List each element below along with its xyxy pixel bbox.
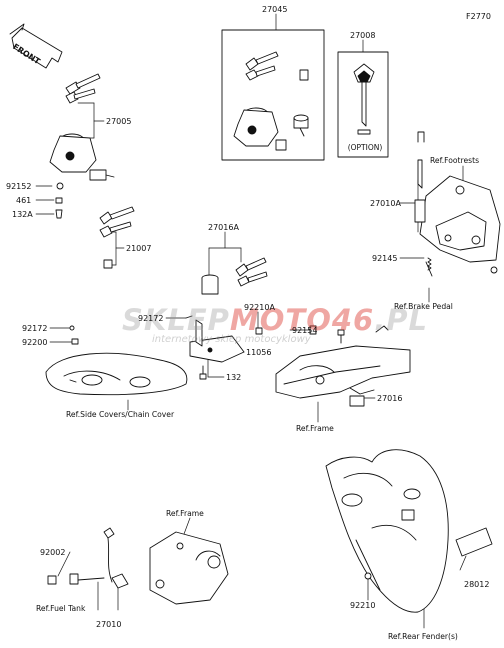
bolt-92154 — [337, 329, 345, 344]
part-label-27010a: 27010A — [370, 199, 401, 208]
footrest-bracket-part — [414, 131, 501, 277]
part-label-92172-mid: 92172 — [138, 314, 164, 323]
part-label-92210a: 92210A — [244, 303, 275, 312]
part-label-92002: 92002 — [40, 548, 66, 557]
part-label-28012: 28012 — [464, 580, 490, 589]
part-label-27016a: 27016A — [208, 223, 239, 232]
front-arrow-icon — [9, 23, 63, 69]
ref-side-covers: Ref.Side Covers/Chain Cover — [66, 410, 175, 419]
frame-bottom-part — [149, 531, 229, 605]
watermark-brand-c: .PL — [374, 303, 428, 337]
part-label-27010: 27010 — [96, 620, 122, 629]
ref-brake-pedal: Ref.Brake Pedal — [394, 302, 453, 311]
part-label-27016: 27016 — [377, 394, 403, 403]
ref-rear-fender: Ref.Rear Fender(s) — [388, 632, 458, 641]
transponder-key-27008 — [353, 63, 375, 135]
switch-assy-27016a — [201, 257, 268, 295]
part-label-92152: 92152 — [6, 182, 32, 191]
ignition-switch-27005 — [49, 133, 115, 219]
part-label-27008: 27008 — [350, 31, 376, 40]
watermark-subtitle: internetowy sklep motocyklowy — [152, 334, 311, 345]
part-label-132: 132 — [226, 373, 242, 382]
part-label-27005: 27005 — [106, 117, 132, 126]
part-label-92145: 92145 — [372, 254, 398, 263]
ref-frame-mid: Ref.Frame — [296, 424, 334, 433]
side-cover-part — [45, 325, 188, 396]
part-label-11056: 11056 — [246, 348, 272, 357]
part-label-92210: 92210 — [350, 601, 376, 610]
part-label-92154: 92154 — [292, 326, 318, 335]
part-label-27045: 27045 — [262, 5, 288, 14]
kit-27045-contents — [233, 51, 309, 151]
ref-footrests: Ref.Footrests — [430, 156, 480, 165]
part-label-461: 461 — [16, 196, 32, 205]
ref-fuel-tank: Ref.Fuel Tank — [36, 604, 86, 613]
keys-21007 — [99, 206, 135, 269]
watermark-brand-b: MOTO46 — [229, 303, 375, 337]
watermark-brand-a: SKLEP — [122, 303, 230, 337]
watermark-text: SKLEPMOTO46.PL — [122, 303, 428, 337]
rear-fender-part — [325, 449, 493, 613]
option-note: (OPTION) — [347, 143, 383, 152]
figure-code: F2770 — [466, 12, 491, 21]
kit-27045-box — [221, 29, 325, 161]
part-label-132a: 132A — [12, 210, 33, 219]
part-label-21007: 21007 — [126, 244, 152, 253]
frame-mid-part — [275, 325, 411, 407]
part-label-92172-left: 92172 — [22, 324, 48, 333]
switch-27010 — [47, 527, 129, 589]
ref-frame-bottom: Ref.Frame — [166, 509, 204, 518]
ignition-keys-27005 — [65, 73, 101, 104]
part-label-92200: 92200 — [22, 338, 48, 347]
bracket-11056 — [185, 315, 263, 380]
